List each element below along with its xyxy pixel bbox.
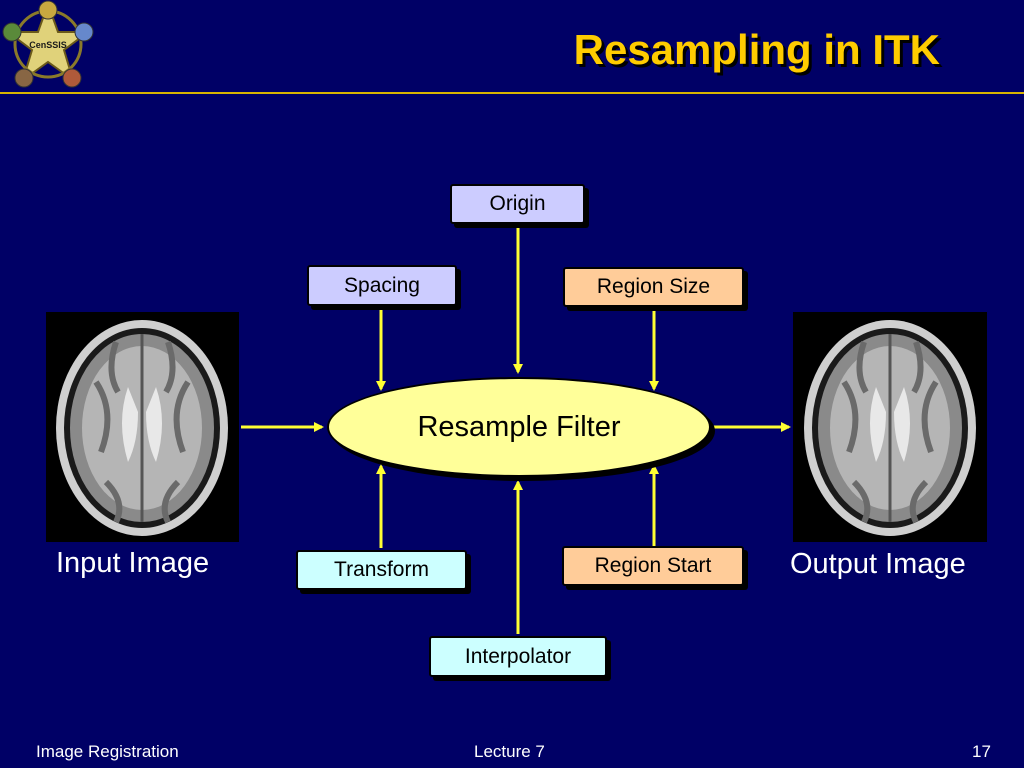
- input-image-label: Input Image: [56, 547, 210, 579]
- spacing-box: Spacing: [307, 265, 457, 306]
- region-start-box: Region Start: [562, 546, 744, 586]
- origin-box: Origin: [450, 184, 585, 224]
- logo-text: CenSSIS: [29, 40, 67, 50]
- interpolator-box: Interpolator: [429, 636, 607, 677]
- transform-box: Transform: [296, 550, 467, 590]
- title-divider: [0, 92, 1024, 94]
- censsis-logo: CenSSIS: [0, 0, 100, 92]
- resample-filter-node: Resample Filter: [327, 377, 711, 477]
- footer-page-number: 17: [972, 742, 991, 761]
- footer-course-title: Image Registration: [36, 742, 179, 761]
- output-image-label: Output Image: [790, 548, 966, 580]
- slide-title: Resampling in ITK: [573, 26, 940, 73]
- output-brain-image: [793, 312, 987, 542]
- footer-lecture: Lecture 7: [474, 742, 545, 761]
- region-size-box: Region Size: [563, 267, 744, 307]
- input-brain-image: [46, 312, 239, 542]
